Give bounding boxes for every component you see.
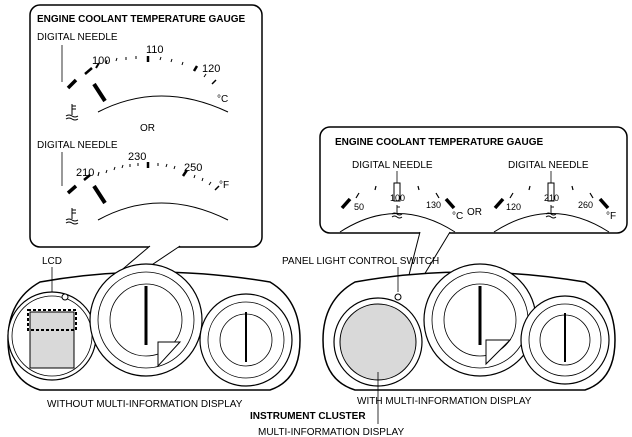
gauge-tick xyxy=(66,78,78,90)
gauge-tick xyxy=(159,56,162,61)
tick-label: 120 xyxy=(506,202,521,212)
unit-label: °F xyxy=(606,211,616,222)
mid-label: MULTI-INFORMATION DISPLAY xyxy=(258,427,404,437)
coolant-temp-icon xyxy=(545,205,557,219)
right-gauge-title: ENGINE COOLANT TEMPERATURE GAUGE xyxy=(335,137,543,148)
lcd-label: LCD xyxy=(42,256,62,267)
without-mid-label: WITHOUT MULTI-INFORMATION DISPLAY xyxy=(47,399,243,410)
tick-label: 100 xyxy=(92,55,110,67)
digital-needle xyxy=(547,182,555,202)
top-gauge-title: ENGINE COOLANT TEMPERATURE GAUGE xyxy=(37,14,245,25)
gauge-tick xyxy=(115,57,118,62)
tick-label: 210 xyxy=(544,193,559,203)
celsius-gauge-small: DIGITAL NEEDLE 50 100 130 °C xyxy=(339,160,463,233)
gauge-tick xyxy=(355,192,360,199)
or-label: OR xyxy=(467,207,482,218)
lcd-highlight xyxy=(27,309,77,331)
gauge-tick xyxy=(208,181,212,186)
gauge-arc xyxy=(97,95,229,113)
gauge-tick xyxy=(509,192,514,199)
instrument-cluster-label: INSTRUMENT CLUSTER xyxy=(250,411,366,422)
mid-display xyxy=(339,303,417,381)
tick-label: 230 xyxy=(128,151,146,163)
gauge-tick xyxy=(528,185,531,191)
panel-light-switch-knob xyxy=(394,293,402,301)
gauge-tick xyxy=(201,177,204,182)
tick-label: 120 xyxy=(202,63,220,75)
gauge-tick xyxy=(435,192,440,199)
tick-label: 260 xyxy=(578,200,593,210)
unit-label: °C xyxy=(217,94,228,105)
gauge-tick xyxy=(97,171,100,177)
gauge-arc xyxy=(493,213,610,233)
gauge-tick xyxy=(66,184,78,195)
digital-needle xyxy=(92,184,107,205)
gauge-tick xyxy=(113,166,116,171)
gauge-tick xyxy=(340,197,352,210)
gauge-tick xyxy=(571,185,574,191)
gauge-tick xyxy=(193,174,196,179)
tick-label: 210 xyxy=(76,167,94,179)
digital-needle-label-c: DIGITAL NEEDLE xyxy=(37,32,118,43)
digital-needle-label-left: DIGITAL NEEDLE xyxy=(352,160,433,171)
digital-needle xyxy=(393,182,401,202)
or-label: OR xyxy=(140,123,155,134)
right-gauge-callout: ENGINE COOLANT TEMPERATURE GAUGE DIGITAL… xyxy=(319,126,628,234)
gauge-tick xyxy=(83,174,91,181)
gauge-tick xyxy=(181,169,189,177)
digital-needle-label-f: DIGITAL NEEDLE xyxy=(37,140,118,151)
cluster-with-mid: PANEL LIGHT CONTROL SWITCH xyxy=(282,256,616,391)
unit-label: °F xyxy=(219,180,229,191)
with-mid-label: WITH MULTI-INFORMATION DISPLAY xyxy=(357,396,532,407)
celsius-gauge: DIGITAL NEEDLE 100 110 120 °C xyxy=(37,32,229,121)
gauge-tick xyxy=(192,65,199,72)
gauge-tick xyxy=(165,163,168,168)
gauge-tick xyxy=(95,62,100,69)
tick-label: 100 xyxy=(390,193,405,203)
gauge-tick xyxy=(105,169,108,174)
coolant-temp-icon xyxy=(391,205,403,219)
coolant-temp-icon xyxy=(65,104,79,121)
tick-label: 130 xyxy=(426,200,441,210)
gauge-tick xyxy=(444,197,456,210)
tach-display xyxy=(157,341,182,368)
gauge-tick xyxy=(173,165,176,170)
tick-label: 50 xyxy=(354,202,364,212)
gauge-tick xyxy=(121,164,124,169)
digital-needle-label-right: DIGITAL NEEDLE xyxy=(508,160,589,171)
panel-light-switch-label: PANEL LIGHT CONTROL SWITCH xyxy=(282,256,439,267)
gauge-tick xyxy=(181,61,184,66)
tach-display xyxy=(485,339,512,366)
gauge-tick xyxy=(374,185,377,191)
lcd-display xyxy=(29,311,75,369)
gauge-tick xyxy=(417,185,420,191)
gauge-tick xyxy=(105,59,108,65)
gauge-tick xyxy=(589,192,594,199)
gauge-tick xyxy=(84,67,93,75)
unit-label: °C xyxy=(452,211,463,222)
gauge-arc xyxy=(339,213,456,233)
gauge-tick xyxy=(214,185,220,191)
gauge-tick xyxy=(211,79,217,85)
gauge-tick xyxy=(493,197,505,210)
tick-label: 250 xyxy=(184,162,202,174)
gauge-tick xyxy=(170,58,173,63)
gauge-arc xyxy=(97,202,229,221)
top-gauge-callout: ENGINE COOLANT TEMPERATURE GAUGE DIGITAL… xyxy=(29,4,263,248)
digital-needle xyxy=(92,82,107,103)
fahrenheit-gauge-small: DIGITAL NEEDLE 120 210 260 °F xyxy=(493,160,616,233)
fahrenheit-gauge: DIGITAL NEEDLE 210 230 250 °F xyxy=(37,140,229,225)
gauge-tick xyxy=(598,197,610,210)
coolant-temp-icon xyxy=(65,208,79,225)
panel-light-switch-knob xyxy=(61,293,69,301)
gauge-tick xyxy=(203,73,207,78)
tick-label: 110 xyxy=(146,44,164,56)
cluster-without-mid: LCD xyxy=(7,256,301,391)
